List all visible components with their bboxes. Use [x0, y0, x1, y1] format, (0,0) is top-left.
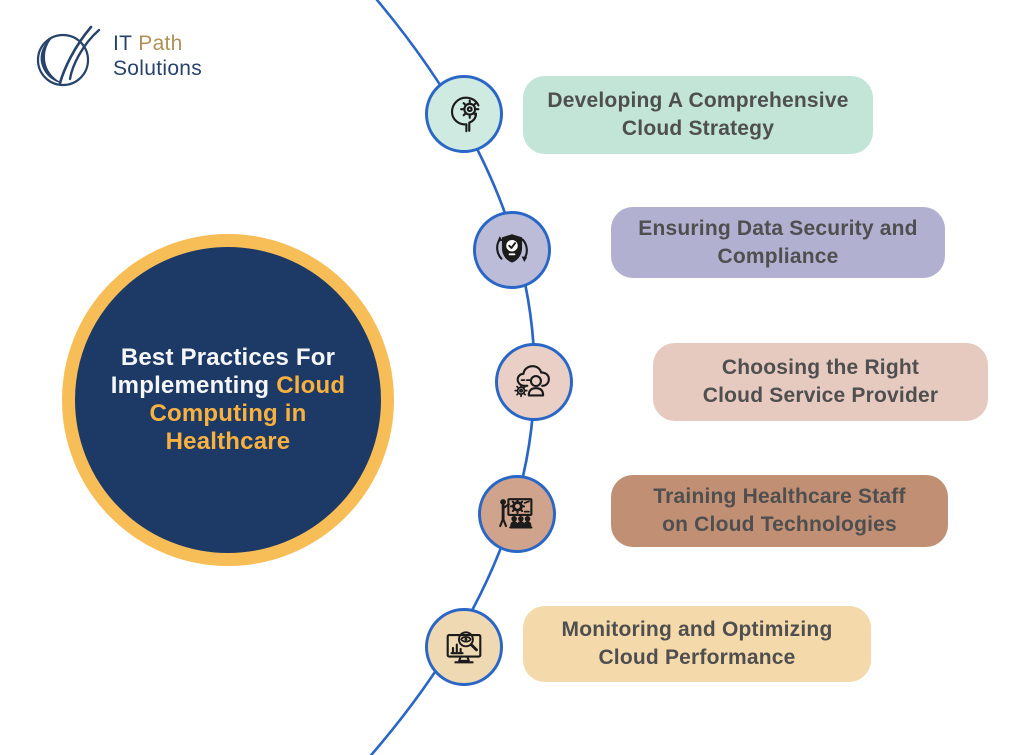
- step-3-label-line-1: Choosing the Right: [721, 356, 920, 380]
- step-1-icon-circle: [425, 75, 503, 153]
- step-3-icon-circle: [495, 343, 573, 421]
- step-3-label: Choosing the Right Cloud Service Provide…: [653, 343, 988, 421]
- step-1-label-line-2: Cloud Strategy: [621, 117, 775, 140]
- cloud-user-gear-icon: [514, 365, 550, 398]
- trainer-presentation-icon: [499, 498, 533, 529]
- step-4-icon-circle: [478, 475, 556, 553]
- title-line-3: Computing in: [149, 400, 307, 427]
- brand-logo-icon: [36, 25, 101, 87]
- title-line-2: Implementing Cloud: [110, 371, 346, 399]
- title-line-1: Best Practices For: [120, 343, 336, 371]
- step-4-label-line-2: on Cloud Technologies: [662, 513, 897, 536]
- step-2-label: Ensuring Data Security and Compliance: [611, 207, 945, 278]
- brand-word-solutions: Solutions: [113, 57, 203, 80]
- brand-name: IT Path Solutions: [113, 31, 202, 81]
- monitor-magnifier-icon: [446, 631, 482, 664]
- step-1-label: Developing A Comprehensive Cloud Strateg…: [523, 76, 873, 154]
- brand-word-path: Path: [138, 32, 183, 55]
- page-title: Best Practices For Implementing Cloud Co…: [111, 344, 345, 456]
- step-3-label-line-2: Cloud Service Provider: [702, 384, 939, 407]
- step-2-icon-circle: [473, 211, 551, 289]
- step-4-label: Training Healthcare Staff on Cloud Techn…: [611, 475, 948, 547]
- step-4-label-line-1: Training Healthcare Staff: [653, 485, 906, 509]
- head-gear-icon: [450, 96, 480, 133]
- shield-check-sync-icon: [496, 234, 528, 263]
- step-5-icon-circle: [425, 608, 503, 686]
- brand-logo: IT Path Solutions: [33, 22, 202, 90]
- step-5-label-line-2: Cloud Performance: [598, 646, 796, 669]
- step-5-label-line-1: Monitoring and Optimizing: [561, 618, 833, 642]
- step-1-label-line-1: Developing A Comprehensive: [547, 89, 849, 113]
- brand-word-it: IT: [113, 32, 133, 55]
- step-2-label-line-2: Compliance: [717, 244, 839, 268]
- step-2-label-line-1: Ensuring Data Security and: [638, 216, 918, 240]
- title-line-4: Healthcare: [165, 428, 291, 456]
- title-circle: Best Practices For Implementing Cloud Co…: [62, 234, 394, 566]
- step-5-label: Monitoring and Optimizing Cloud Performa…: [523, 606, 871, 682]
